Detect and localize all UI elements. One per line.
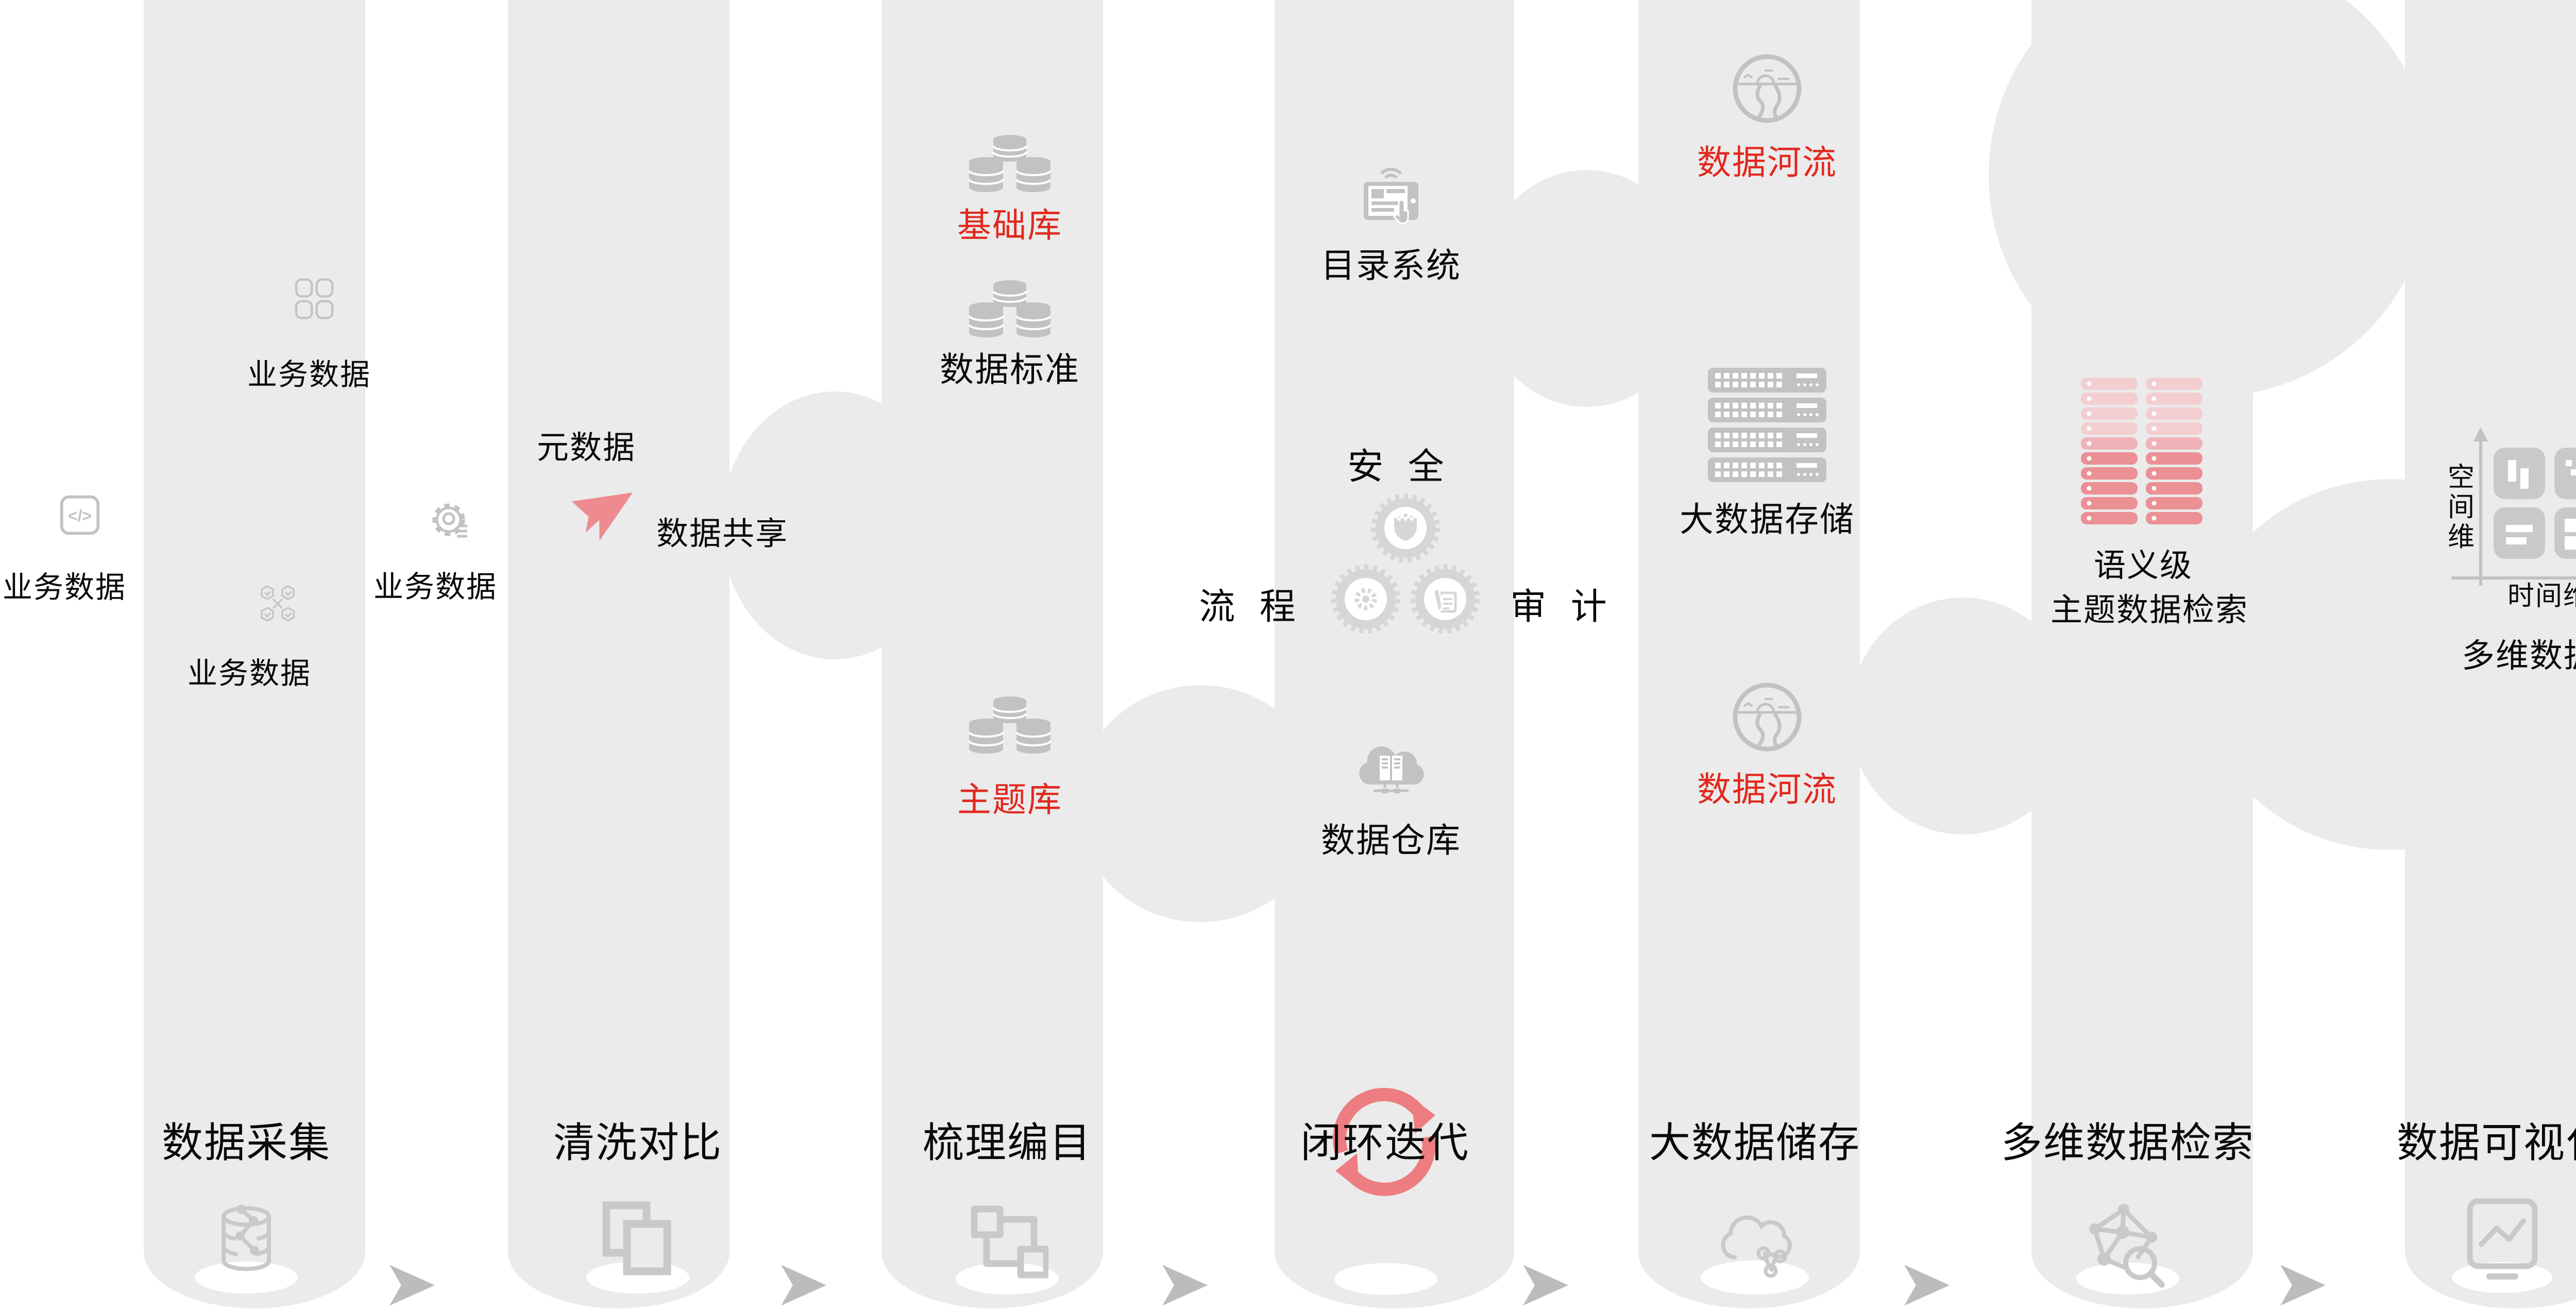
source-label: 业务数据	[187, 657, 312, 690]
catalog-tablet-icon	[1359, 163, 1423, 228]
flow-arrow-icon	[1523, 1265, 1568, 1306]
pillar-5	[1638, 0, 1860, 1308]
pillar-opening	[956, 1263, 1059, 1294]
step-label-visualize: 数据可视化	[2397, 1120, 2576, 1166]
audit-label: 审 计	[1510, 586, 1614, 627]
graph-search-icon	[2076, 1196, 2169, 1289]
big-data-storage-label: 大数据存储	[1680, 500, 1855, 538]
step-label-catalog: 梳理编目	[923, 1120, 1092, 1166]
pillar-2	[508, 0, 730, 1308]
source-label: 业务数据	[2, 571, 127, 604]
semantic-level-label: 语义级	[2093, 548, 2193, 584]
cycle-arrows-icon	[1323, 1079, 1447, 1203]
theme-data-search-label: 主题数据检索	[2050, 592, 2249, 628]
database-stack-icon	[969, 280, 1051, 338]
process-label: 流 程	[1199, 586, 1303, 627]
background-blob	[1850, 598, 2076, 834]
catalog-system-label: 目录系统	[1321, 246, 1461, 284]
step-label-clean: 清洗对比	[553, 1120, 722, 1166]
app-grid-icon	[294, 278, 334, 320]
cloud-warehouse-icon	[1353, 737, 1429, 798]
org-nodes-icon	[966, 1204, 1048, 1281]
dimension-axes-icon	[2437, 426, 2576, 606]
source-label: 业务数据	[247, 358, 371, 391]
server-rack-icon	[1708, 368, 1826, 482]
data-standard-label: 数据标准	[940, 350, 1080, 388]
overlap-squares-icon	[600, 1201, 677, 1280]
flow-arrow-icon	[1904, 1265, 1950, 1306]
cloud-nodes-icon	[1711, 1204, 1799, 1281]
step-label-loop: 闭环迭代	[1300, 1120, 1469, 1166]
flow-arrow-icon	[1162, 1265, 1208, 1306]
space-dimension-label: 空间维	[2443, 463, 2473, 552]
data-river-label: 数据河流	[1697, 770, 1837, 808]
data-river-icon	[1728, 50, 1806, 127]
database-stack-icon	[969, 696, 1051, 754]
data-river-icon	[1728, 678, 1806, 756]
gear-icon	[428, 499, 472, 543]
flow-arrow-icon	[781, 1265, 826, 1306]
security-label: 安 全	[1347, 446, 1451, 487]
database-stack-icon	[969, 135, 1051, 193]
data-share-label: 数据共享	[656, 516, 789, 552]
background-blob	[1479, 170, 1695, 407]
time-dimension-label: 时间维	[2507, 581, 2576, 611]
gears-icon	[1310, 487, 1501, 646]
background-blob	[1989, 0, 2432, 397]
pillar-opening	[1701, 1260, 1809, 1294]
pillar-1	[144, 0, 365, 1308]
hexagon-network-icon	[256, 582, 299, 625]
code-icon: </>	[59, 495, 100, 536]
multi-dim-data-label: 多维数据	[2462, 637, 2576, 674]
pillar-opening	[195, 1262, 298, 1293]
step-label-store: 大数据储存	[1649, 1120, 1860, 1166]
pillar-3	[882, 0, 1103, 1308]
svg-text:</>: </>	[68, 506, 92, 525]
source-label: 业务数据	[373, 570, 498, 604]
flow-arrow-icon	[2280, 1265, 2326, 1306]
data-river-label: 数据河流	[1697, 143, 1837, 181]
step-label-collect: 数据采集	[162, 1120, 331, 1166]
step-label-search: 多维数据检索	[2001, 1120, 2255, 1166]
blade-server-stack-icon	[2081, 378, 2206, 526]
pillar-opening	[1334, 1263, 1437, 1295]
theme-library-label: 主题库	[957, 780, 1062, 819]
metadata-label: 元数据	[536, 430, 636, 466]
database-link-icon	[205, 1198, 287, 1283]
data-warehouse-label: 数据仓库	[1321, 821, 1461, 859]
background-blob	[1077, 685, 1324, 922]
base-library-label: 基础库	[957, 206, 1062, 244]
flow-arrow-icon	[389, 1265, 435, 1306]
share-arrow-icon	[567, 471, 649, 547]
background-blob	[721, 391, 948, 659]
chart-monitor-icon	[2459, 1195, 2546, 1283]
